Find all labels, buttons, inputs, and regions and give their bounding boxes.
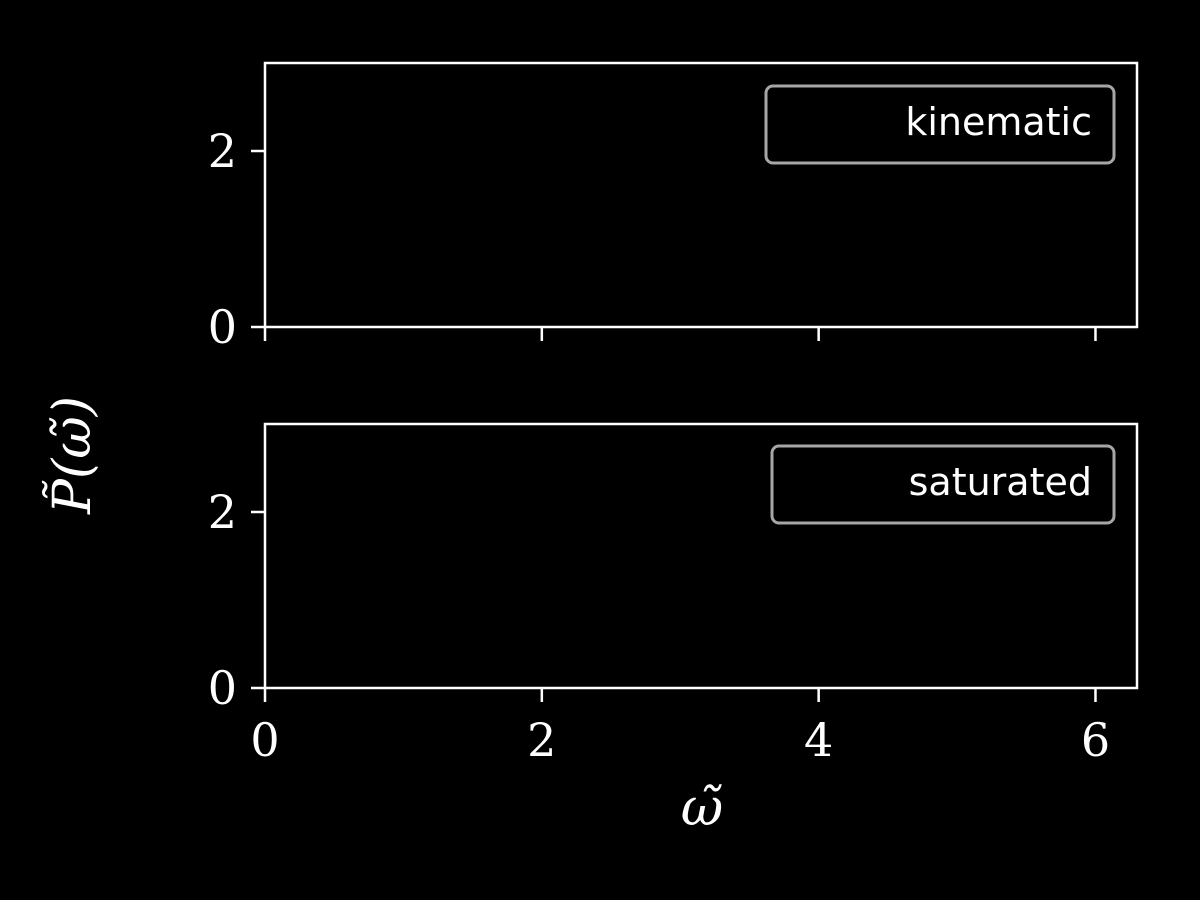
legend-label-saturated: saturated [909, 460, 1092, 504]
plot-frame-kinematic [263, 61, 1139, 329]
marks-kinematic: 02 [208, 124, 1097, 354]
x-tick-label-saturated-1: 2 [527, 713, 556, 767]
x-tick-label-saturated-0: 0 [250, 713, 279, 767]
legend-label-kinematic: kinematic [905, 100, 1092, 144]
panel-kinematic: 02 kinematic [208, 61, 1139, 354]
legend-kinematic: kinematic [764, 84, 1116, 165]
panel-saturated: 0 2 4 6 0 2 saturated [208, 422, 1139, 767]
plot-frame-saturated [263, 422, 1139, 690]
y-tick-label-saturated-0: 0 [208, 661, 237, 715]
legend-box-kinematic [764, 84, 1116, 165]
marks-saturated: 0 2 4 6 0 2 [208, 485, 1110, 767]
legend-box-saturated [770, 444, 1116, 525]
y-tick-label-kinematic-0: 0 [208, 300, 237, 354]
y-tick-label-saturated-1: 2 [208, 485, 237, 539]
x-axis-title: ω̃ [681, 778, 723, 838]
y-axis-title: P̃(ω̃) [42, 396, 103, 515]
legend-saturated: saturated [770, 444, 1116, 525]
x-tick-label-saturated-3: 6 [1081, 713, 1110, 767]
y-tick-label-kinematic-1: 2 [208, 124, 237, 178]
x-tick-label-saturated-2: 4 [804, 713, 833, 767]
